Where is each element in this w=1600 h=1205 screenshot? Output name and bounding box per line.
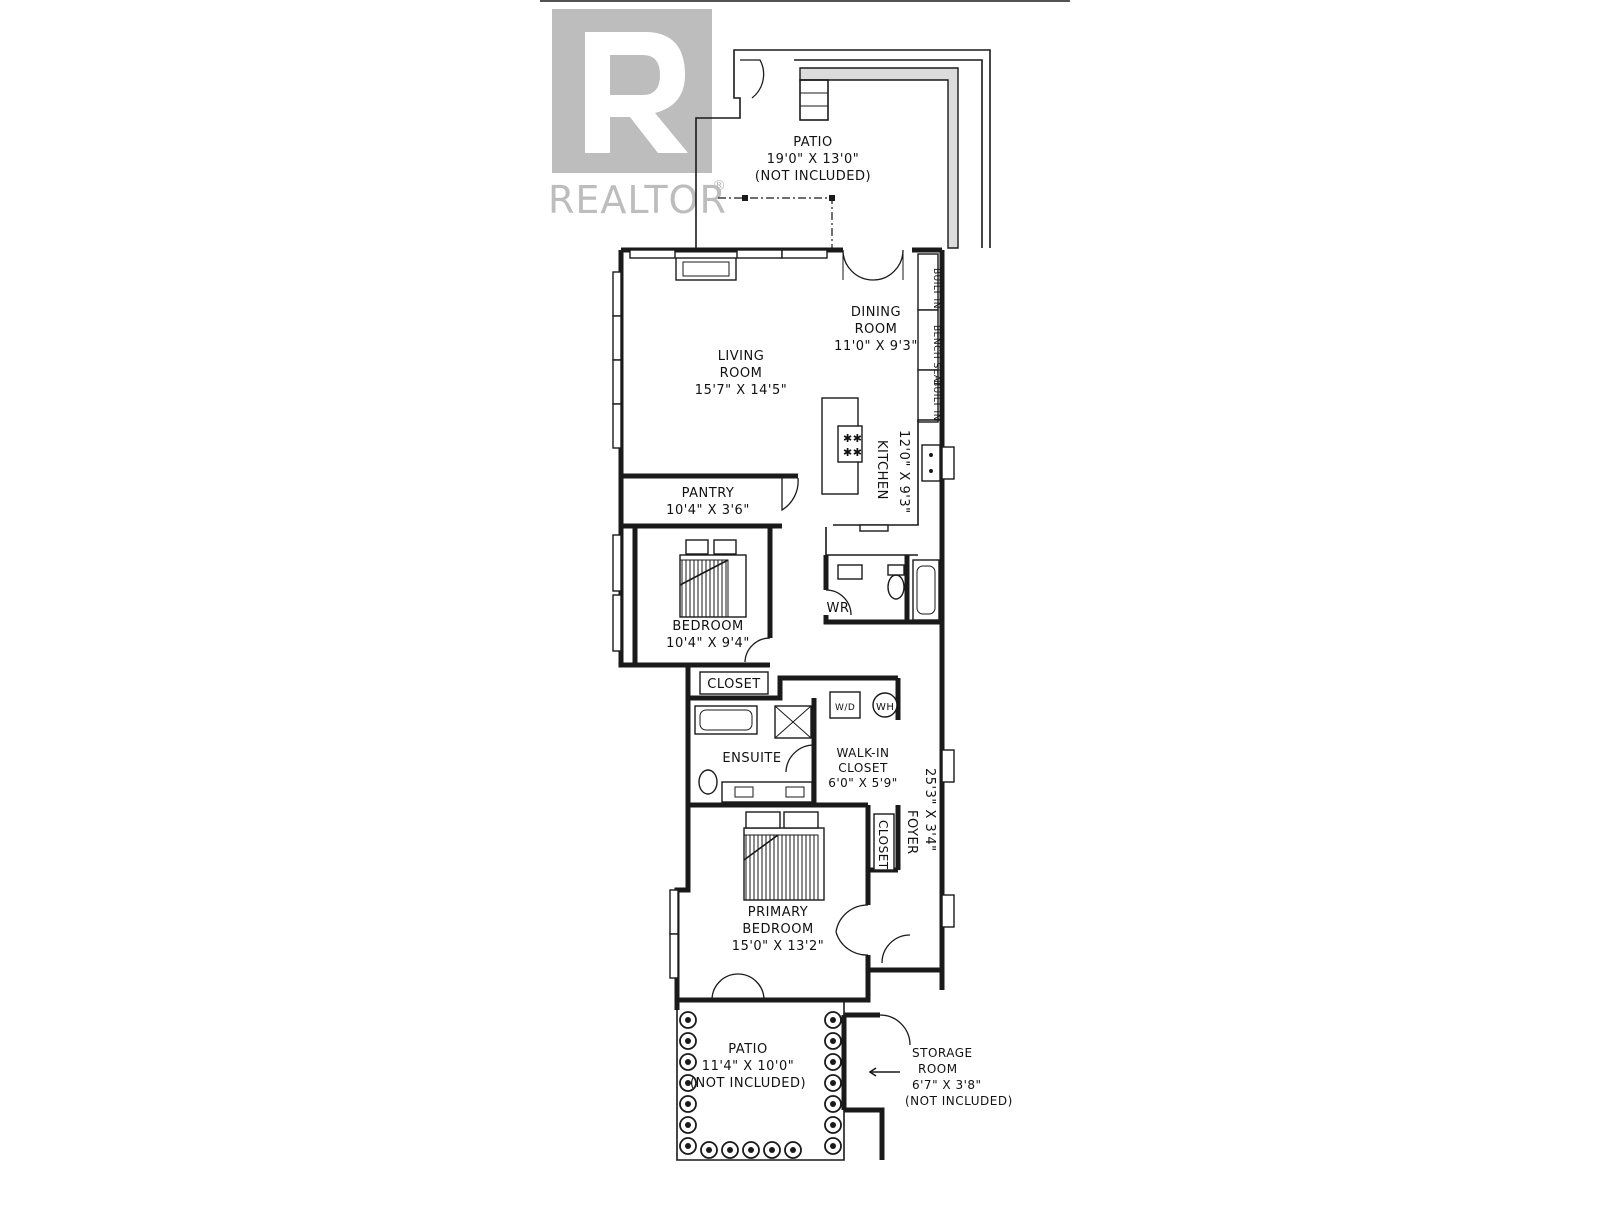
- wr-fixtures: [837, 559, 940, 621]
- pantry-size: 10'4" X 3'6": [666, 503, 750, 518]
- shrub-center: [830, 1080, 836, 1086]
- pantry-label: PANTRY: [682, 486, 735, 501]
- shrub-center: [685, 1017, 691, 1023]
- walk-in-label-1: WALK-IN: [836, 746, 889, 760]
- foyer-size: 25'3" X 3'4": [922, 768, 937, 852]
- shrub-center: [830, 1101, 836, 1107]
- storage-note: (NOT INCLUDED): [905, 1094, 1013, 1108]
- closet-2-box: [873, 813, 895, 871]
- svg-text:✱✱: ✱✱: [843, 446, 862, 459]
- shrubs: [679, 1011, 842, 1159]
- shrub-center: [685, 1059, 691, 1065]
- bedroom-bed: [679, 539, 747, 618]
- living-label-2: ROOM: [720, 366, 763, 381]
- patio-bottom-size: 11'4" X 10'0": [702, 1059, 794, 1074]
- left-windows: [612, 271, 679, 979]
- foyer-label: FOYER: [904, 810, 919, 855]
- registered-mark: ®: [712, 178, 727, 194]
- interior-walls: [621, 473, 942, 1000]
- built-in-label-bottom: BUILT IN: [931, 380, 941, 421]
- bedroom-size: 10'4" X 9'4": [666, 636, 750, 651]
- shrub-center: [830, 1038, 836, 1044]
- shrub-center: [790, 1147, 796, 1153]
- built-in-label-top: BUILT IN: [931, 268, 941, 309]
- ensuite-label: ENSUITE: [722, 751, 781, 766]
- dining-built-ins: [917, 253, 939, 423]
- patio-bottom-note: (NOT INCLUDED): [690, 1076, 806, 1091]
- patio-top-note: (NOT INCLUDED): [755, 169, 871, 184]
- shrub-center: [685, 1038, 691, 1044]
- water-heater-label: WH: [876, 702, 894, 713]
- dining-label-2: ROOM: [855, 322, 898, 337]
- laundry-fixtures: [829, 691, 898, 719]
- shrub-center: [830, 1122, 836, 1128]
- svg-text:✱✱: ✱✱: [843, 432, 862, 445]
- shrub-center: [727, 1147, 733, 1153]
- living-label-1: LIVING: [718, 349, 765, 364]
- shrub-center: [685, 1122, 691, 1128]
- washer-dryer-label: W/D: [835, 703, 855, 713]
- wr-label: WR: [827, 601, 850, 616]
- bedroom-label: BEDROOM: [672, 619, 743, 634]
- ensuite-fixtures: [694, 705, 813, 803]
- shrub-center: [706, 1147, 712, 1153]
- shrub-center: [830, 1143, 836, 1149]
- closet-2-label: CLOSET: [876, 820, 890, 870]
- closet-1-box: [699, 671, 769, 695]
- storage-label-1: STORAGE: [912, 1046, 973, 1060]
- living-size: 15'7" X 14'5": [695, 383, 787, 398]
- storage-label-2: ROOM: [918, 1062, 958, 1076]
- right-wall-bumps: [941, 446, 955, 928]
- shrub-center: [830, 1059, 836, 1065]
- shrub-center: [769, 1147, 775, 1153]
- primary-size: 15'0" X 13'2": [732, 939, 824, 954]
- patio-top-area: [695, 49, 991, 249]
- shrub-center: [685, 1143, 691, 1149]
- shrub-center: [685, 1101, 691, 1107]
- storage-size: 6'7" X 3'8": [912, 1078, 982, 1092]
- primary-label-1: PRIMARY: [748, 905, 808, 920]
- bench-seat-label: BENCH SEAT: [931, 325, 941, 387]
- shrub-center: [748, 1147, 754, 1153]
- kitchen-label: KITCHEN: [874, 440, 889, 500]
- walk-in-size: 6'0" X 5'9": [828, 776, 898, 790]
- primary-label-2: BEDROOM: [742, 922, 813, 937]
- dining-size: 11'0" X 9'3": [834, 339, 918, 354]
- patio-bottom-label: PATIO: [728, 1042, 767, 1057]
- top-windows: [629, 249, 828, 281]
- patio-top-size: 19'0" X 13'0": [767, 152, 859, 167]
- kitchen-size: 12'0" X 9'3": [896, 430, 911, 514]
- realtor-wordmark: REALTOR: [548, 178, 727, 222]
- primary-bed: [743, 811, 825, 901]
- patio-bottom-area: [676, 1000, 911, 1161]
- walk-in-label-2: CLOSET: [838, 761, 888, 775]
- shrub-center: [830, 1017, 836, 1023]
- shrub-center: [685, 1080, 691, 1086]
- kitchen-area: ✱✱ ✱✱: [821, 397, 942, 556]
- dining-label-1: DINING: [851, 305, 901, 320]
- realtor-logo: REALTOR ®: [548, 9, 727, 222]
- patio-top-label: PATIO: [793, 135, 832, 150]
- closet-1-label: CLOSET: [707, 677, 761, 692]
